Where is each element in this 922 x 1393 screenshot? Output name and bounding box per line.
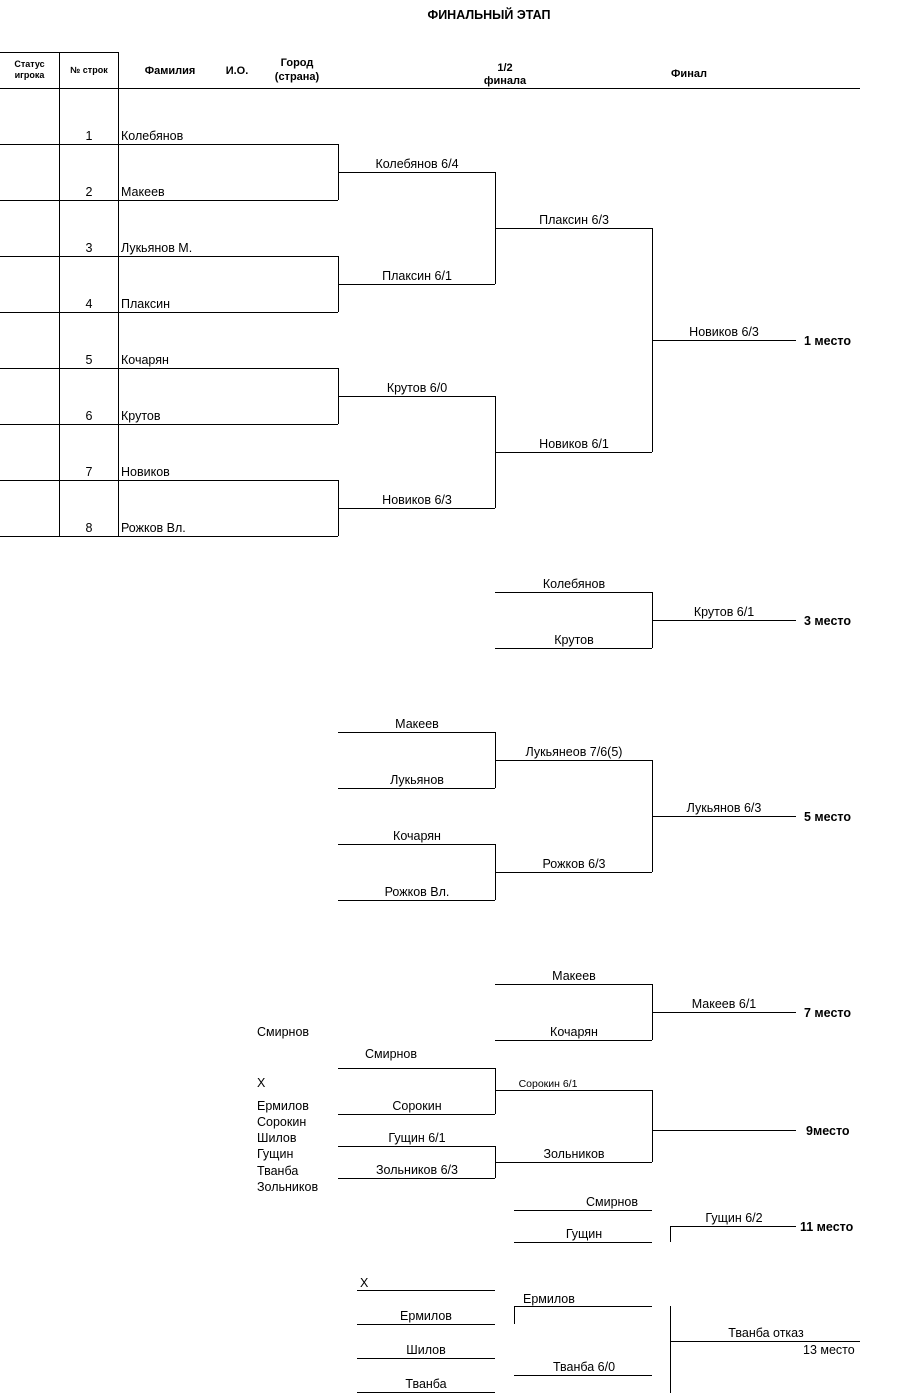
group-list-item: Шилов <box>257 1131 297 1145</box>
group-list-item: Тванба <box>257 1164 299 1178</box>
player-name: Лукьянов М. <box>121 241 193 255</box>
group-list-item: Зольников <box>257 1180 319 1194</box>
match-result: Зольников 6/3 <box>376 1163 458 1177</box>
row-number: 6 <box>85 409 93 423</box>
group-list-item: Сорокин <box>257 1115 307 1129</box>
header-row-no: № строк <box>70 65 108 75</box>
player-name: Крутов <box>554 633 594 647</box>
player-name: Крутов <box>121 409 161 423</box>
player-name: Плаксин <box>121 297 170 311</box>
player-name: Х <box>360 1276 369 1290</box>
page-title: ФИНАЛЬНЫЙ ЭТАП <box>427 8 551 22</box>
sf-result: Плаксин 6/3 <box>539 213 609 227</box>
player-name: Смирнов <box>585 1195 639 1209</box>
match-result: Гущин 6/1 <box>388 1131 446 1145</box>
row-number: 4 <box>85 297 93 311</box>
place-label-5: 5 место <box>804 810 852 824</box>
match-result: Макеев 6/1 <box>691 997 757 1011</box>
place-label-11: 11 место <box>800 1220 854 1234</box>
group-list-item: Х <box>257 1076 266 1090</box>
player-name: Тванба <box>405 1377 447 1391</box>
header-initials: И.О. <box>225 65 249 77</box>
header-final: Финал <box>671 68 707 80</box>
player-name: Рожков Вл. <box>384 885 450 899</box>
qf-result: Плаксин 6/1 <box>382 269 452 283</box>
row-number: 5 <box>85 353 93 367</box>
qf-result: Новиков 6/3 <box>382 493 452 507</box>
player-name: Зольников <box>543 1147 605 1161</box>
place-label-9: 9место <box>806 1124 850 1138</box>
sf-result: Новиков 6/1 <box>539 437 609 451</box>
player-name: Гущин <box>565 1227 603 1241</box>
player-name: Ермилов <box>400 1309 452 1323</box>
player-name: Лукьянов <box>390 773 444 787</box>
match-result: Рожков 6/3 <box>542 857 606 871</box>
row-number: 3 <box>85 241 93 255</box>
player-name: Ермилов <box>523 1292 575 1306</box>
header-surname: Фамилия <box>144 65 196 77</box>
player-name: Кочарян <box>550 1025 598 1039</box>
qf-result: Крутов 6/0 <box>386 381 448 395</box>
player-name: Колебянов <box>121 129 184 143</box>
player-name: Рожков Вл. <box>121 521 186 535</box>
header-semifinal: 1/2 финала <box>483 62 527 87</box>
match-result: Тванба 6/0 <box>552 1360 616 1374</box>
place-label-13: 13 место <box>803 1343 855 1357</box>
player-name: Сорокин <box>392 1099 442 1113</box>
player-name: Шилов <box>406 1343 446 1357</box>
qf-result: Колебянов 6/4 <box>375 157 459 171</box>
player-name: Колебянов <box>542 577 606 591</box>
player-name: Смирнов <box>364 1047 418 1061</box>
place-label-7: 7 место <box>804 1006 852 1020</box>
group-list-item: Ермилов <box>257 1099 309 1113</box>
group-list-item: Гущин <box>257 1147 294 1161</box>
row-number: 2 <box>85 185 93 199</box>
header-status: Статус игрока <box>14 59 45 80</box>
player-name: Макеев <box>121 185 165 199</box>
match-result: Гущин 6/2 <box>705 1211 763 1225</box>
match-result: Лукьянеов 7/6(5) <box>525 745 623 759</box>
final-result: Новиков 6/3 <box>689 325 759 339</box>
row-number: 8 <box>85 521 93 535</box>
header-city: Город (страна) <box>274 57 320 83</box>
player-name: Макеев <box>395 717 439 731</box>
match-result: Тванба отказ <box>728 1326 804 1340</box>
player-name: Кочарян <box>393 829 441 843</box>
player-name: Новиков <box>121 465 170 479</box>
group-list-item: Смирнов <box>257 1025 310 1039</box>
place-label-1: 1 место <box>804 334 852 348</box>
player-name: Макеев <box>552 969 596 983</box>
match-result: Лукьянов 6/3 <box>686 801 762 815</box>
match-result: Сорокин 6/1 <box>518 1078 578 1090</box>
player-name: Кочарян <box>121 353 169 367</box>
row-number: 1 <box>85 129 93 143</box>
match-result: Крутов 6/1 <box>693 605 755 619</box>
row-number: 7 <box>85 465 93 479</box>
place-label-3: 3 место <box>804 614 852 628</box>
